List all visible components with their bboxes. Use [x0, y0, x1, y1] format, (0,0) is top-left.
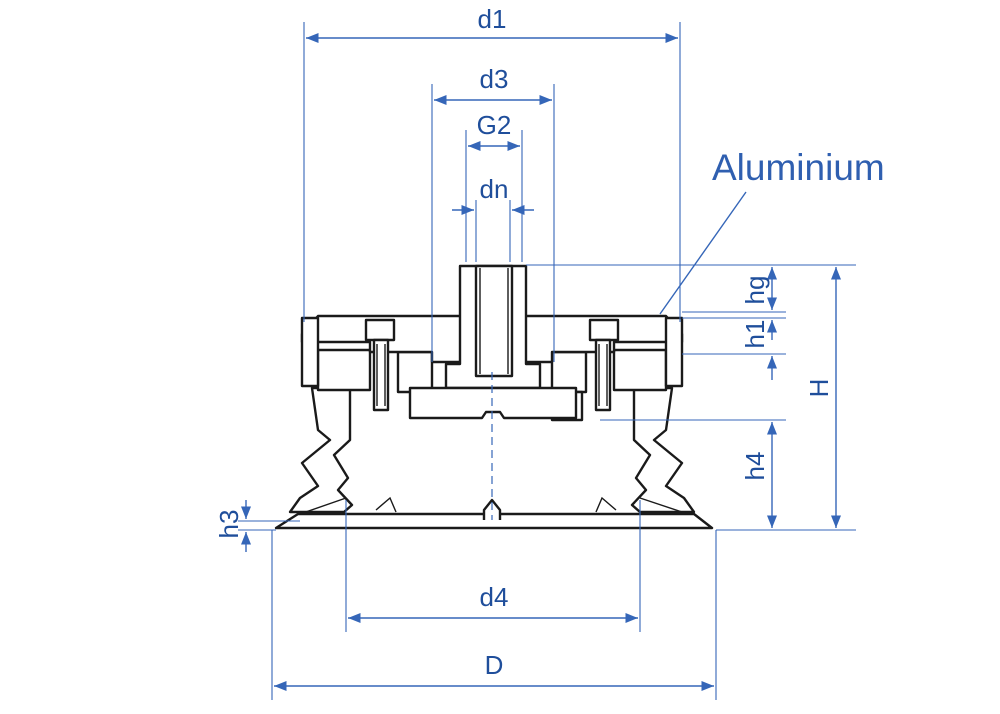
inner-base	[408, 386, 578, 420]
label-d4: d4	[480, 582, 509, 612]
labels: d1 d3 G2 dn d4 D H hg h1 h4 h3 Aluminium	[214, 4, 885, 680]
lip-detail-left	[375, 496, 397, 513]
nipple-bore	[474, 264, 514, 378]
label-dn: dn	[480, 174, 509, 204]
lip-inner-right	[639, 497, 689, 515]
screw-left	[364, 318, 396, 412]
label-h3: h3	[214, 510, 244, 539]
label-hg: hg	[740, 276, 770, 305]
bellows-left	[288, 386, 354, 514]
dimension-lines	[240, 32, 842, 692]
label-H: H	[804, 379, 834, 398]
callout-aluminium: Aluminium	[712, 147, 885, 188]
rubber-ring-left	[316, 348, 372, 392]
label-h4: h4	[740, 452, 770, 481]
label-d3: d3	[480, 64, 509, 94]
plate-rim-right	[664, 316, 684, 388]
callout-leader	[659, 191, 747, 315]
label-h1: h1	[740, 320, 770, 349]
rubber-inner-right	[550, 350, 588, 394]
plate-rim-left	[300, 316, 320, 388]
rubber-inner-left	[396, 350, 434, 394]
lip-inner-left	[299, 497, 347, 515]
sealing-lip	[274, 512, 714, 530]
label-D: D	[485, 650, 504, 680]
label-d1: d1	[478, 4, 507, 34]
lip-detail-right	[595, 496, 617, 513]
rubber-ring-right	[612, 348, 668, 392]
bellows-right	[630, 386, 696, 514]
part-geometry	[274, 264, 714, 530]
extension-lines	[238, 22, 856, 700]
label-G2: G2	[477, 110, 512, 140]
screw-right	[588, 318, 620, 412]
